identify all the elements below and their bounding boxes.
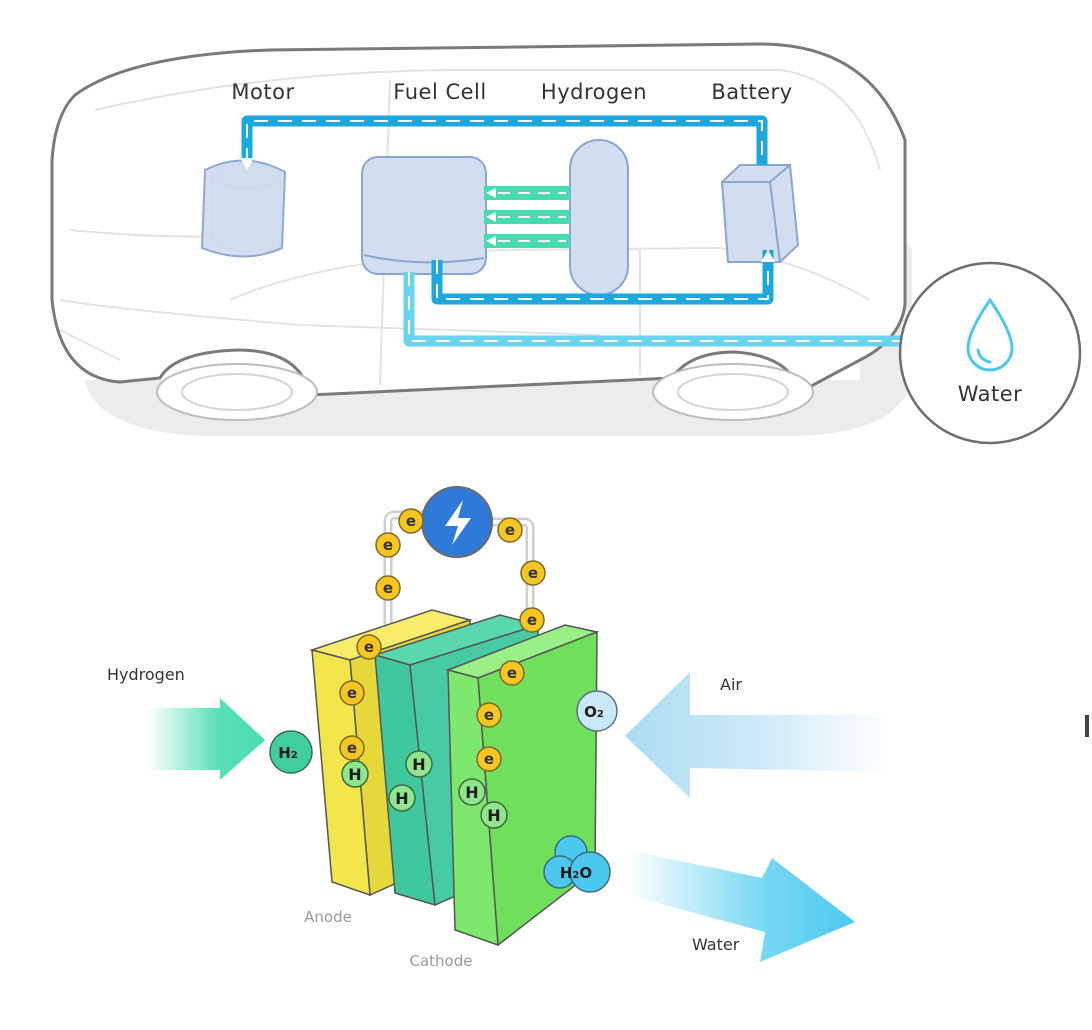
battery-label: Battery (711, 80, 792, 104)
hydrogen-inflow-arrow (148, 698, 265, 780)
svg-text:e: e (505, 521, 515, 539)
o2-molecule: O2 (576, 690, 618, 732)
air-label: Air (720, 675, 742, 694)
electron: e (476, 702, 502, 728)
cathode-label: Cathode (410, 952, 473, 970)
h2-molecule: H2 (269, 730, 313, 774)
proton: H (458, 778, 486, 806)
svg-text:H2: H2 (278, 744, 298, 762)
electron: e (519, 607, 545, 633)
hydrogen-label: Hydrogen (541, 80, 647, 104)
lightning-bolt-icon (421, 486, 493, 558)
svg-text:e: e (406, 512, 416, 530)
svg-text:H: H (395, 789, 408, 808)
svg-text:e: e (347, 684, 357, 702)
electron: e (339, 680, 365, 706)
electrons: e e e e e e e e e e e e (339, 508, 546, 772)
electron: e (499, 660, 525, 686)
svg-text:e: e (364, 638, 374, 656)
water-output-badge: Water (898, 261, 1082, 445)
svg-text:e: e (383, 536, 393, 554)
battery-component (720, 164, 800, 263)
svg-text:e: e (484, 750, 494, 768)
water-drop-icon (966, 297, 1014, 372)
proton: H (405, 750, 433, 778)
svg-text:H: H (412, 755, 425, 774)
water-label: Water (958, 382, 1023, 406)
power-flow-bottom (431, 250, 775, 305)
svg-text:H: H (348, 765, 361, 784)
svg-text:H: H (487, 806, 500, 825)
electron: e (375, 575, 401, 601)
svg-text:H2O: H2O (560, 864, 592, 882)
fuel-cell-component (361, 156, 487, 275)
electron: e (520, 560, 546, 586)
rear-wheel (652, 363, 814, 421)
proton: H (341, 760, 369, 788)
proton: H (388, 784, 416, 812)
cell-hydrogen-label: Hydrogen (107, 665, 185, 684)
proton: H (480, 801, 508, 829)
h2o-molecule: H2O (543, 835, 611, 893)
svg-text:O2: O2 (584, 703, 604, 721)
svg-text:e: e (347, 739, 357, 757)
svg-text:e: e (383, 579, 393, 597)
svg-text:H: H (465, 783, 478, 802)
fuel-cell-detail: e e e e e e e e e e e e H H H H H Hydrog… (107, 486, 888, 970)
motor-label: Motor (231, 80, 294, 104)
power-flow-top (240, 115, 768, 170)
car-interior-lines (59, 69, 881, 386)
electron: e (339, 735, 365, 761)
svg-text:e: e (507, 664, 517, 682)
edge-marker (1085, 715, 1089, 737)
svg-text:e: e (484, 706, 494, 724)
fuel-cell-label: Fuel Cell (393, 80, 486, 104)
svg-text:e: e (528, 564, 538, 582)
motor-component (200, 159, 287, 258)
electron: e (398, 508, 424, 534)
protons: H H H H H (341, 750, 508, 829)
svg-text:e: e (527, 611, 537, 629)
electron: e (497, 517, 523, 543)
anode-label: Anode (304, 908, 352, 926)
electron: e (356, 634, 382, 660)
vehicle-section: Motor Fuel Cell Hydrogen Battery Water (50, 42, 1082, 445)
water-outflow-arrow (628, 850, 855, 962)
hydrogen-tank-component (569, 139, 629, 296)
air-inflow-arrow (625, 672, 888, 798)
electron: e (375, 532, 401, 558)
hydrogen-flow (484, 186, 570, 248)
front-wheel (156, 363, 318, 421)
cell-water-label: Water (692, 935, 740, 954)
electron: e (476, 746, 502, 772)
